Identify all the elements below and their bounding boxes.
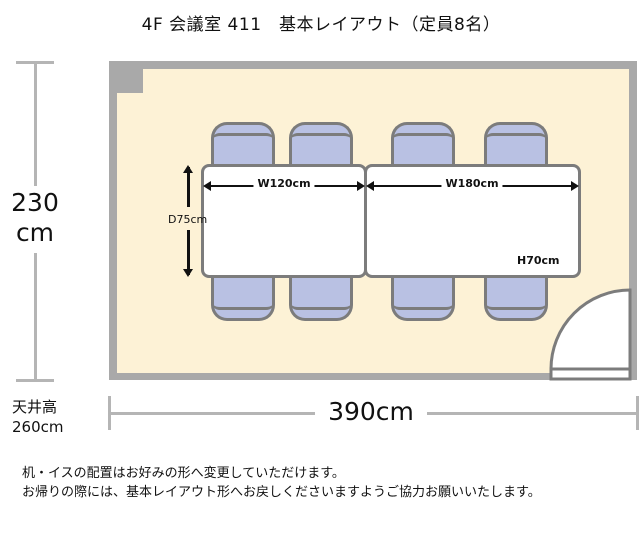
table-depth-label: D75cm	[168, 213, 208, 226]
depth-dimension-bottom-tick	[16, 379, 54, 382]
arrow-right-icon	[571, 181, 579, 191]
table-depth-dimension-lower	[183, 230, 193, 277]
chair	[211, 275, 275, 321]
chair	[289, 122, 353, 166]
width-dimension-line-left	[110, 412, 315, 415]
chair	[391, 122, 455, 166]
table2-width-label: W180cm	[441, 177, 503, 190]
door-swing-icon	[549, 288, 632, 381]
note-line-1: 机・イスの配置はお好みの形へ変更していただけます。	[22, 466, 345, 481]
table1-width-dimension: W120cm	[203, 177, 365, 191]
width-dimension-label: 390cm	[328, 397, 414, 426]
chair	[484, 275, 548, 321]
page-title: 4F 会議室 411 基本レイアウト（定員8名）	[141, 15, 501, 35]
table2-width-dimension: W180cm	[366, 177, 579, 191]
note-line-2: お帰りの際には、基本レイアウト形へお戻しくださいますようご協力お願いいたします。	[22, 485, 541, 500]
depth-value: 230	[11, 188, 59, 217]
ceiling-label: 天井高	[12, 398, 58, 416]
depth-dimension-label: 230 cm	[0, 188, 70, 248]
ceiling-value: 260cm	[12, 418, 64, 436]
chair	[391, 275, 455, 321]
width-dimension-left-tick	[108, 396, 111, 430]
table1-width-label: W120cm	[253, 177, 315, 190]
chair	[289, 275, 353, 321]
arrow-left-icon	[203, 181, 211, 191]
chair	[211, 122, 275, 166]
depth-unit: cm	[15, 218, 55, 247]
arrow-up-icon	[183, 165, 193, 173]
depth-dimension-line-lower	[34, 253, 37, 380]
depth-dimension-line-upper	[34, 61, 37, 186]
table-depth-dimension-upper	[183, 165, 193, 207]
arrow-right-icon	[357, 181, 365, 191]
width-dimension-right-tick	[636, 396, 639, 430]
table-height-label: H70cm	[517, 254, 560, 267]
chair	[484, 122, 548, 166]
arrow-down-icon	[183, 269, 193, 277]
width-dimension-line-right	[427, 412, 637, 415]
arrow-left-icon	[366, 181, 374, 191]
corner-pillar	[109, 61, 143, 93]
ceiling-height-label: 天井高 260cm	[12, 397, 64, 437]
